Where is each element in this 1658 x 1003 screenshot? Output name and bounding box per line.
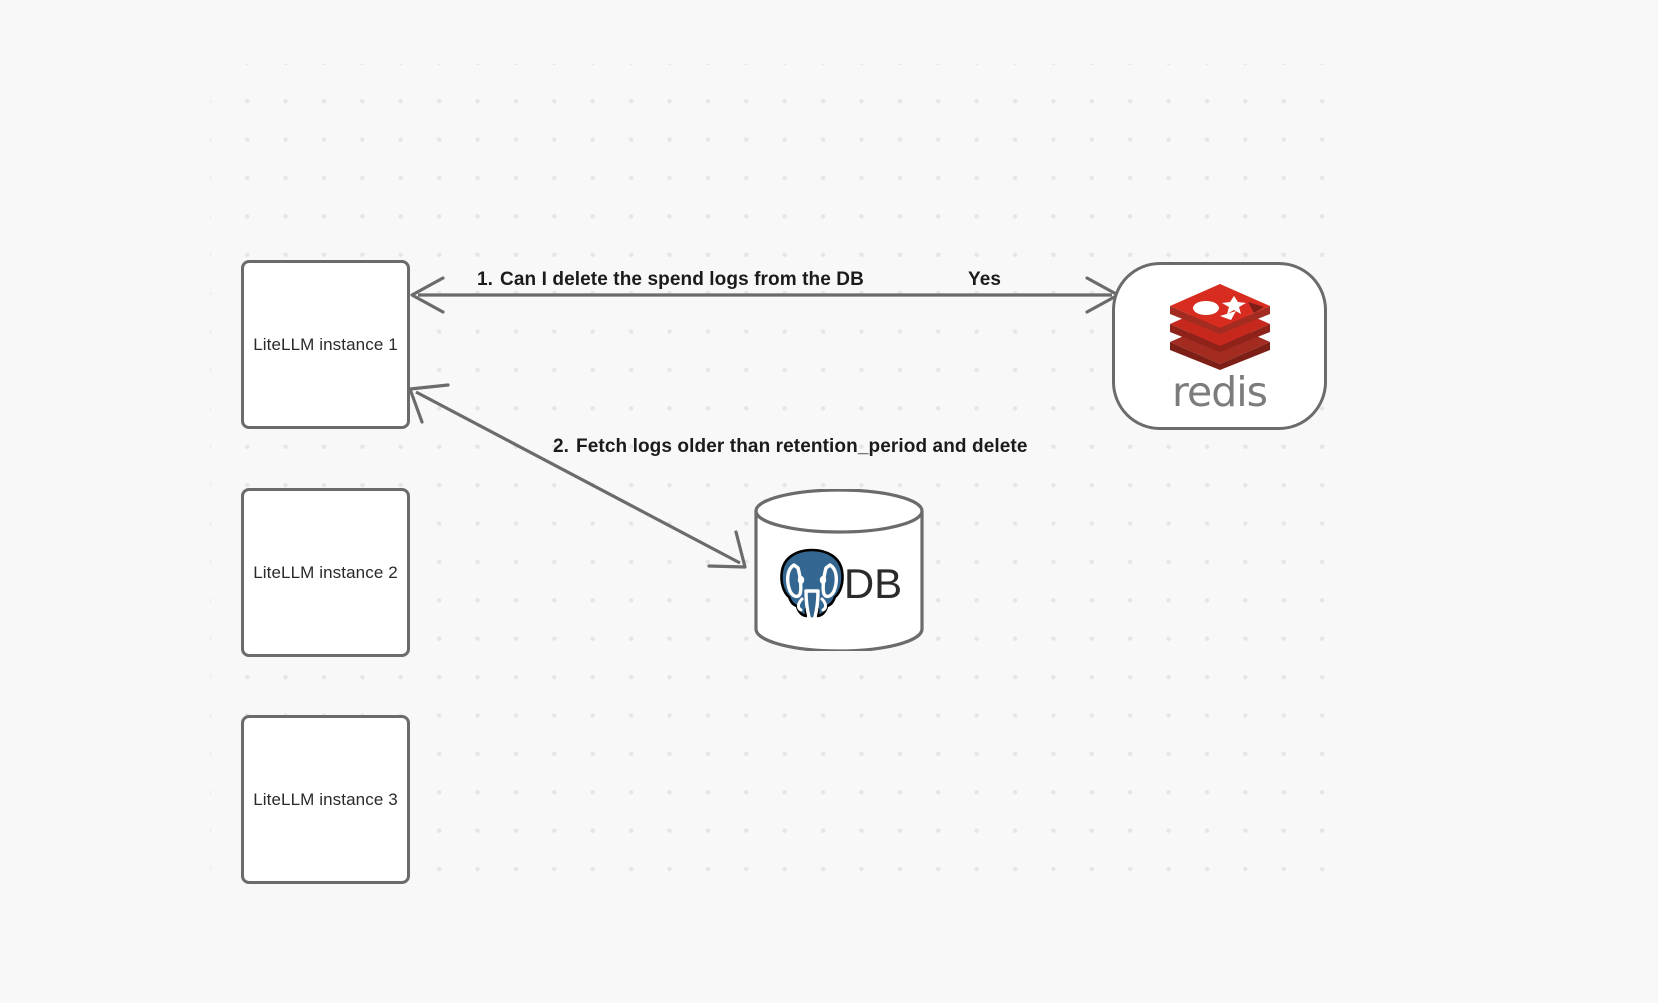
edge-label-1-text: Can I delete the spend logs from the DB [500,269,864,290]
database-label: DB [843,560,903,607]
edge-label-2-text: Fetch logs older than retention_period a… [576,436,1028,457]
database-logo-row: DB [754,547,924,621]
edge-litellm1-db [408,383,747,569]
node-litellm-instance-1[interactable]: LiteLLM instance 1 [241,260,410,429]
edge-label-2: 2. Fetch logs older than retention_period… [553,436,1028,458]
node-database[interactable]: DB [754,489,924,651]
node-litellm-instance-2-label: LiteLLM instance 2 [253,562,398,582]
node-redis[interactable]: redis [1112,262,1327,430]
node-litellm-instance-1-label: LiteLLM instance 1 [253,334,398,354]
edge-label-2-number: 2. [553,436,570,457]
redis-stack-icon [1169,283,1270,370]
redis-wordmark: redis [1172,367,1268,416]
node-litellm-instance-3-label: LiteLLM instance 3 [253,789,398,809]
postgresql-elephant-icon [778,547,845,621]
edge-label-1-number: 1. [477,269,494,290]
node-litellm-instance-3[interactable]: LiteLLM instance 3 [241,715,410,884]
node-litellm-instance-2[interactable]: LiteLLM instance 2 [241,488,410,657]
edge-label-1: 1. Can I delete the spend logs from the D… [477,269,864,291]
edge-label-reply-yes: Yes [968,269,1002,290]
redis-logo: redis [1168,280,1272,413]
